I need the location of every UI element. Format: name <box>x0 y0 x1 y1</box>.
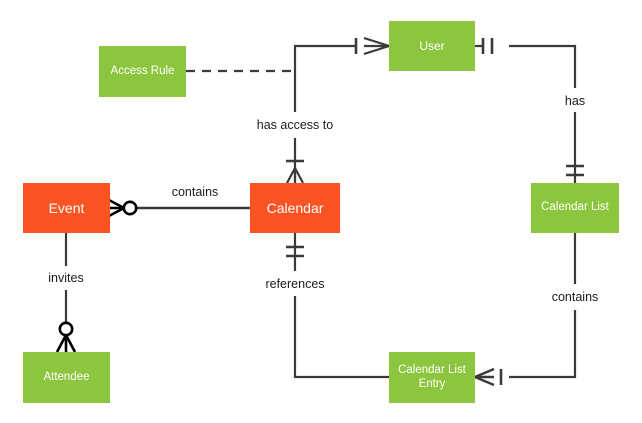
entity-event-label: Event <box>48 199 85 216</box>
entity-calendar[interactable]: Calendar <box>250 183 340 233</box>
entity-attendee[interactable]: Attendee <box>23 352 110 403</box>
entity-access-rule-label: Access Rule <box>110 64 175 77</box>
entity-attendee-label: Attendee <box>43 370 90 383</box>
relationship-label-references: references <box>265 277 325 291</box>
crowsfoot-calendar-top <box>286 167 304 184</box>
entity-calendar-label: Calendar <box>266 199 324 216</box>
relationship-label-has: has <box>564 94 586 108</box>
relationship-label-invites: invites <box>48 271 84 285</box>
cardinality-circle-attendee <box>58 321 74 337</box>
entity-user[interactable]: User <box>389 21 475 71</box>
entity-calendar-list[interactable]: Calendar List <box>531 183 619 233</box>
relationship-label-has-access-to: has access to <box>256 118 334 132</box>
connector-calendarlist-entry-lower <box>509 310 577 379</box>
cardinality-circle-event <box>122 200 138 216</box>
entity-calendar-list-label: Calendar List <box>541 201 609 214</box>
connector-user-calendar <box>293 44 355 112</box>
relationship-label-contains-event-calendar: contains <box>171 185 219 199</box>
crowsfoot-attendee <box>55 334 77 353</box>
entity-calendar-list-entry[interactable]: Calendar List Entry <box>389 352 475 403</box>
connector-calendar-entry <box>293 296 389 379</box>
entity-event[interactable]: Event <box>23 183 110 233</box>
crowsfoot-user-side <box>363 36 390 56</box>
entity-user-label: User <box>419 38 445 53</box>
crowsfoot-entry-right <box>474 367 495 387</box>
connector-user-calendarlist <box>509 44 577 88</box>
relationship-label-contains-calendarlist-entry: contains <box>551 290 599 304</box>
entity-access-rule[interactable]: Access Rule <box>99 46 186 97</box>
entity-calendar-list-entry-label: Calendar List Entry <box>398 363 466 390</box>
